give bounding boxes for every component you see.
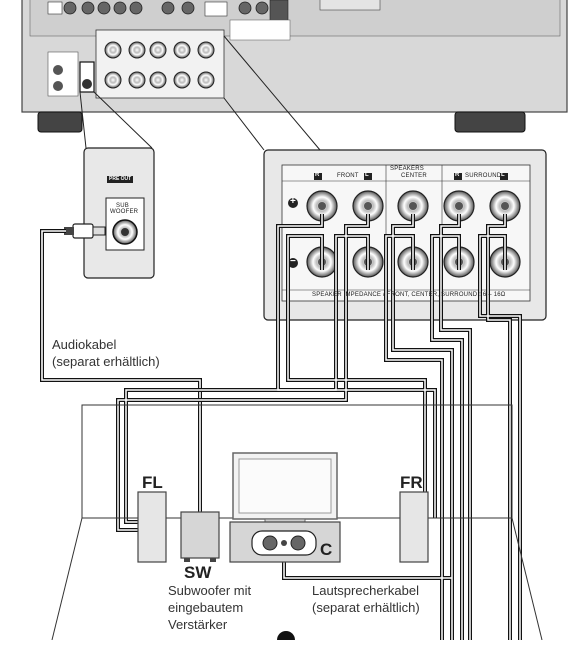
pre-out-label: PRE OUT [107,176,134,182]
tv-set [232,452,338,526]
center-label: CENTER [401,173,427,179]
zoom-lines [79,35,321,151]
speaker-cable-caption-2: (separat erhältlich) [312,600,420,615]
subwoofer-caption-1: Subwoofer mit [168,583,252,598]
woofer-label: WOOFER [110,209,139,215]
surround-label: SURROUND [465,173,502,179]
impedance-note: SPEAKER IMPEDANCE / FRONT, CENTER, SURRO… [312,292,506,298]
front-right-speaker [399,491,429,563]
fr-label: FR [400,473,423,492]
sub-label: SUB [116,203,129,209]
center-speaker [229,521,341,563]
subwoofer-caption-2: eingebautem [168,600,244,615]
subwoofer-caption-3: Verstärker [168,617,228,632]
speaker-cable-caption-1: Lautsprecherkabel [312,583,419,598]
subwoofer-rca-plug [64,223,106,239]
badge-r-surround: R [455,172,460,178]
subwoofer [180,511,220,562]
receiver-rear-panel [21,0,568,133]
badge-l-surround: L [501,172,505,178]
audio-cable-caption-2: (separat erhältlich) [52,354,160,369]
front-label: FRONT [337,173,359,179]
badge-r-front: R [315,172,320,178]
fl-label: FL [142,473,163,492]
speakers-header: SPEAKERS [390,166,424,172]
sw-label: SW [184,563,212,582]
speaker-cables [116,214,522,640]
front-left-speaker [137,491,167,563]
plus-terminal-mark: + [290,196,296,207]
listener-position [277,631,295,645]
pre-out-detail-box [83,147,155,279]
minus-terminal-mark: − [290,256,296,267]
badge-l-front: L [365,172,369,178]
audio-cable-caption-1: Audiokabel [52,337,117,352]
c-label: C [320,540,333,559]
